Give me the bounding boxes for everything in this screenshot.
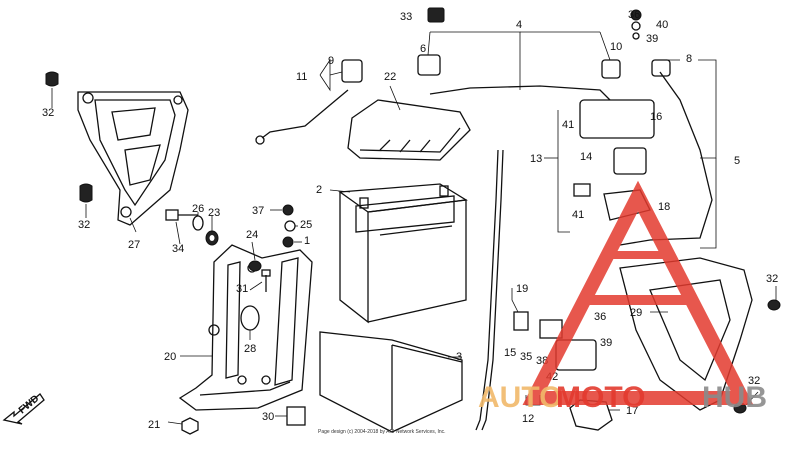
callout-c1: 1 [304, 235, 310, 247]
battery-case-3 [319, 331, 463, 433]
callout-c5: 5 [734, 155, 740, 167]
callout-c26: 26 [192, 203, 204, 215]
fuse-holder-15 [513, 311, 563, 339]
callout-c2: 2 [316, 184, 322, 196]
callout-c19: 19 [516, 283, 528, 295]
bolt-37-group [282, 204, 296, 248]
callout-c4: 4 [516, 19, 522, 31]
callout-c12: 12 [522, 413, 534, 425]
watermark-moto: MOTO [556, 381, 645, 414]
bolt-34 [165, 209, 198, 221]
callout-c30: 30 [262, 411, 274, 423]
watermark-auto: AUTO [478, 381, 562, 414]
callout-c25: 25 [300, 219, 312, 231]
callout-c32a: 32 [42, 107, 54, 119]
callout-c20: 20 [164, 351, 176, 363]
pad-28 [240, 305, 260, 331]
callout-c39b: 39 [600, 337, 612, 349]
negative-cable-11 [255, 59, 363, 145]
callout-c16: 16 [650, 111, 662, 123]
leader-lines [51, 31, 777, 425]
callout-c14: 14 [580, 151, 592, 163]
callout-c34: 34 [172, 243, 184, 255]
watermark-text: AUTO MOTO HUB [478, 381, 767, 414]
callout-c21: 21 [148, 419, 160, 431]
callout-c23: 23 [208, 207, 220, 219]
cushion-24 [248, 260, 262, 272]
fastener-36-top [630, 9, 642, 40]
side-bracket-27 [77, 91, 189, 226]
callout-c37: 37 [252, 205, 264, 217]
callout-c35: 35 [520, 351, 532, 363]
callout-c8: 8 [686, 53, 692, 65]
label-30 [286, 406, 306, 426]
grommet-32-top [45, 71, 59, 87]
nut-21 [181, 417, 199, 435]
washer-26 [192, 215, 204, 231]
breather-tube-19 [475, 149, 504, 431]
fastener-33 [427, 7, 445, 23]
bolt-31 [261, 269, 271, 292]
callout-c32d: 32 [748, 375, 760, 387]
callout-c32c: 32 [766, 273, 778, 285]
battery-cover-22 [347, 99, 471, 161]
callout-c27: 27 [128, 239, 140, 251]
watermark-hub: HUB [702, 381, 767, 414]
watermark-logo [522, 180, 754, 405]
callout-c39a: 39 [646, 33, 658, 45]
callout-c22: 22 [384, 71, 396, 83]
callout-c6: 6 [420, 43, 426, 55]
grommet-32-right [767, 299, 781, 311]
battery-tray-20 [178, 244, 313, 411]
callout-c33: 33 [400, 11, 412, 23]
callout-c10: 10 [610, 41, 622, 53]
washer-23 [205, 230, 219, 246]
credit-line: Page design (c) 2004-2018 by ARI Network… [318, 429, 446, 435]
callout-c24: 24 [246, 229, 258, 241]
callout-c3: 3 [456, 351, 462, 363]
callout-c11: 11 [296, 71, 307, 83]
starter-relay-assembly-13 [573, 99, 655, 221]
callout-c15: 15 [504, 347, 516, 359]
callout-c28: 28 [244, 343, 256, 355]
fwd-arrow: FWD [2, 393, 45, 425]
battery-2 [338, 183, 468, 324]
callout-c17: 17 [626, 405, 638, 417]
grommet-32-lower [79, 183, 93, 203]
callout-c36b: 36 [594, 311, 606, 323]
callout-c29: 29 [630, 307, 642, 319]
callout-c31: 31 [236, 283, 248, 295]
callout-c32b: 32 [78, 219, 90, 231]
callout-c40: 40 [656, 19, 668, 31]
callout-c41b: 41 [572, 209, 584, 221]
callout-c36a: 36 [628, 9, 640, 21]
callout-c13: 13 [530, 153, 542, 165]
callout-c9: 9 [328, 55, 334, 67]
callout-c18: 18 [658, 201, 670, 213]
main-harness-4 [417, 54, 621, 101]
callout-c41a: 41 [562, 119, 574, 131]
